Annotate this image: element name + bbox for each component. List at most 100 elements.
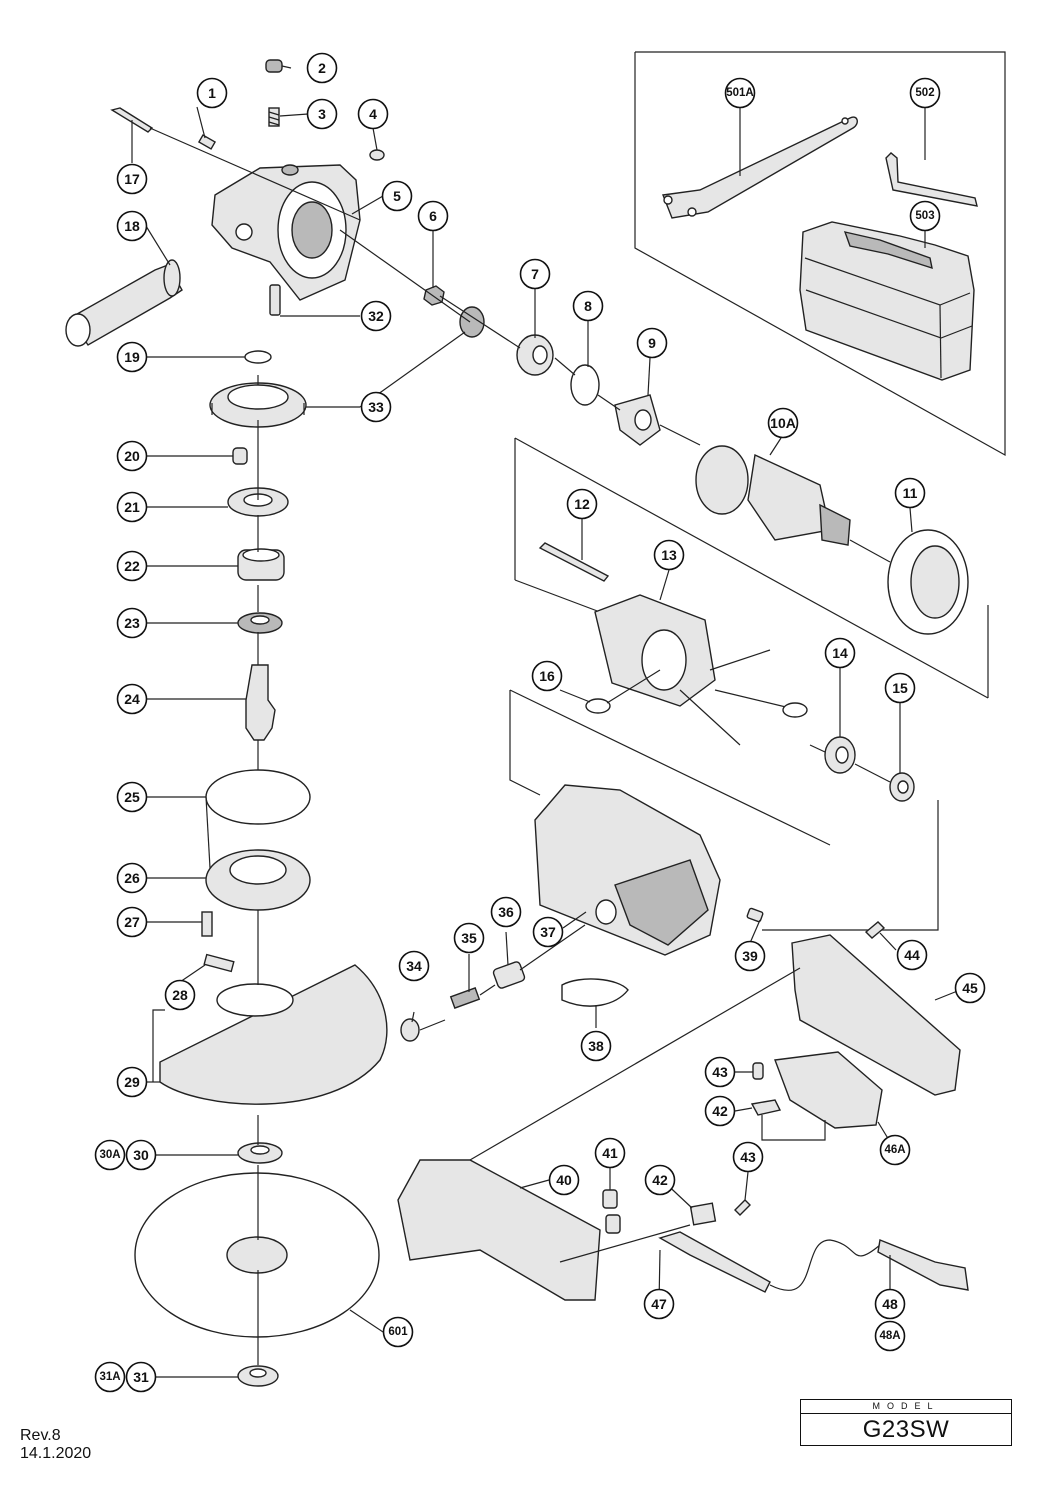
callout-1: 1 — [196, 77, 228, 109]
part-501a-spanner — [662, 116, 858, 219]
svg-text:38: 38 — [588, 1038, 604, 1054]
callout-20: 20 — [116, 440, 148, 472]
svg-text:48: 48 — [882, 1296, 898, 1312]
part-42-clamp-upper — [750, 1099, 782, 1116]
svg-text:34: 34 — [406, 958, 422, 974]
svg-text:14: 14 — [832, 645, 848, 661]
callout-2: 2 — [306, 52, 338, 84]
part-30-wheel-washer — [237, 1142, 283, 1164]
part-502-hex-key — [885, 152, 978, 207]
callout-21: 21 — [116, 491, 148, 523]
callout-601: 601 — [382, 1316, 414, 1348]
svg-text:22: 22 — [124, 558, 140, 574]
callout-18: 18 — [116, 210, 148, 242]
svg-text:16: 16 — [539, 668, 555, 684]
svg-text:31: 31 — [133, 1369, 149, 1385]
part-33-pinion — [459, 306, 485, 338]
part-2-cap — [265, 59, 283, 73]
part-8-ring — [570, 364, 600, 406]
svg-text:3: 3 — [318, 106, 326, 122]
callout-17: 17 — [116, 163, 148, 195]
callout-48a: 48A — [874, 1320, 906, 1352]
revision-date: 14.1.2020 — [20, 1445, 92, 1462]
svg-text:31A: 31A — [99, 1371, 120, 1383]
svg-text:37: 37 — [540, 924, 556, 940]
part-4-plug — [369, 149, 385, 161]
part-34-cap — [400, 1018, 420, 1042]
svg-text:23: 23 — [124, 615, 140, 631]
svg-text:15: 15 — [892, 680, 908, 696]
svg-text:40: 40 — [556, 1172, 572, 1188]
part-47-cord-armor — [658, 1231, 771, 1293]
svg-text:24: 24 — [124, 691, 140, 707]
part-11-seal — [887, 529, 969, 635]
callout-44: 44 — [896, 939, 928, 971]
callout-39: 39 — [734, 940, 766, 972]
callout-19: 19 — [116, 341, 148, 373]
part-26-packing-gland — [205, 849, 311, 911]
callout-48: 48 — [874, 1288, 906, 1320]
callout-32: 32 — [360, 300, 392, 332]
svg-text:27: 27 — [124, 914, 140, 930]
callout-27: 27 — [116, 906, 148, 938]
callout-6: 6 — [417, 200, 449, 232]
part-38-label — [561, 978, 629, 1007]
callout-34: 34 — [398, 950, 430, 982]
revision-text: Rev.8 — [20, 1427, 61, 1444]
callout-3: 3 — [306, 98, 338, 130]
part-13-stator — [594, 594, 716, 707]
svg-text:32: 32 — [368, 308, 384, 324]
part-44-screw — [864, 921, 886, 939]
svg-text:503: 503 — [915, 210, 934, 222]
part-25-gasket — [205, 769, 311, 825]
part-19-ring — [244, 350, 272, 364]
svg-text:33: 33 — [368, 399, 384, 415]
svg-text:26: 26 — [124, 870, 140, 886]
svg-text:13: 13 — [661, 547, 677, 563]
callout-35: 35 — [453, 922, 485, 954]
callout-15: 15 — [884, 672, 916, 704]
part-16-wire-leads — [585, 649, 808, 746]
svg-text:36: 36 — [498, 904, 514, 920]
svg-text:30A: 30A — [99, 1149, 120, 1161]
svg-text:28: 28 — [172, 987, 188, 1003]
callout-24: 24 — [116, 683, 148, 715]
callout-36: 36 — [490, 896, 522, 928]
callout-23: 23 — [116, 607, 148, 639]
callout-501a: 501A — [724, 77, 756, 109]
svg-text:1: 1 — [208, 85, 216, 101]
part-45-handle-cover — [791, 934, 961, 1096]
callout-29: 29 — [116, 1066, 148, 1098]
model-box: MODEL G23SW — [800, 1399, 1012, 1446]
part-601-sanding-disc — [134, 1172, 380, 1338]
callout-43-lower: 43 — [732, 1141, 764, 1173]
svg-text:44: 44 — [904, 947, 920, 963]
svg-text:19: 19 — [124, 349, 140, 365]
svg-text:9: 9 — [648, 335, 656, 351]
revision-info: Rev.8 14.1.2020 — [20, 1427, 91, 1463]
callout-12: 12 — [566, 488, 598, 520]
svg-text:12: 12 — [574, 496, 590, 512]
callout-9: 9 — [636, 327, 668, 359]
svg-text:47: 47 — [651, 1296, 667, 1312]
svg-text:5: 5 — [393, 188, 401, 204]
svg-text:39: 39 — [742, 948, 758, 964]
part-7-bearing — [516, 334, 554, 376]
callout-45: 45 — [954, 972, 986, 1004]
svg-text:46A: 46A — [884, 1144, 905, 1156]
svg-text:35: 35 — [461, 930, 477, 946]
svg-text:45: 45 — [962, 980, 978, 996]
callout-7: 7 — [519, 258, 551, 290]
callout-33: 33 — [360, 391, 392, 423]
svg-text:17: 17 — [124, 171, 140, 187]
accessory-frame — [634, 51, 1006, 457]
callout-31: 31 — [125, 1361, 157, 1393]
svg-text:8: 8 — [584, 298, 592, 314]
callout-4: 4 — [357, 98, 389, 130]
callout-502: 502 — [909, 77, 941, 109]
leader-lines — [131, 65, 961, 1378]
svg-text:7: 7 — [531, 266, 539, 282]
part-1-screw — [197, 134, 217, 150]
svg-text:20: 20 — [124, 448, 140, 464]
